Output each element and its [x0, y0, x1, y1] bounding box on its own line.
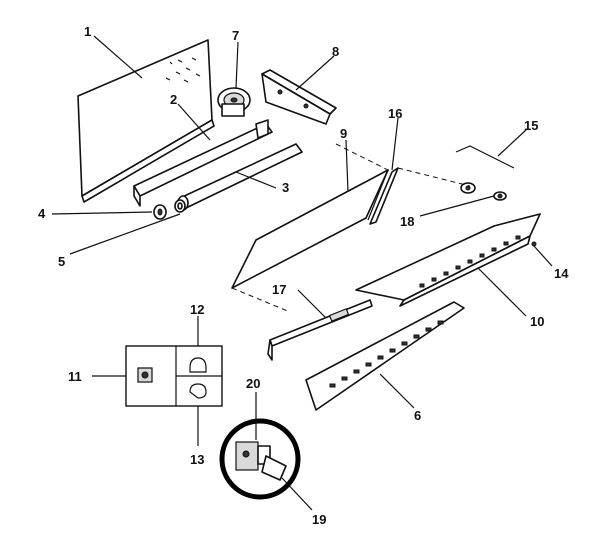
part-4-knob — [153, 204, 167, 220]
part-6-front-trim — [305, 301, 465, 411]
part-7-motor — [217, 87, 251, 117]
part-14-screw — [531, 241, 537, 247]
part-3-rod — [177, 143, 303, 211]
label-part-19: 19 — [312, 512, 326, 527]
assembly-dash-lines — [231, 143, 471, 313]
label-part-20: 20 — [246, 376, 260, 391]
parts-19-20-detail — [219, 418, 301, 500]
part-10-hood-body — [355, 213, 541, 307]
label-part-17: 17 — [272, 282, 286, 297]
part-18-fasteners — [460, 182, 507, 201]
label-part-1: 1 — [84, 24, 91, 39]
part-16-strip — [369, 167, 399, 225]
label-part-16: 16 — [388, 106, 402, 121]
part-5-washer — [174, 199, 186, 213]
part-8-bracket — [261, 69, 337, 125]
label-part-13: 13 — [190, 452, 204, 467]
parts-11-12-13-box — [125, 345, 223, 407]
label-part-3: 3 — [282, 180, 289, 195]
part-2-bracket-rail — [133, 119, 273, 207]
leader-lines — [51, 35, 553, 511]
label-part-10: 10 — [530, 314, 544, 329]
label-part-11: 11 — [68, 369, 82, 384]
part-15-bracket-plate — [455, 145, 515, 169]
label-part-6: 6 — [414, 408, 421, 423]
label-part-5: 5 — [58, 254, 65, 269]
label-part-14: 14 — [554, 266, 569, 281]
label-part-4: 4 — [38, 206, 46, 221]
label-part-15: 15 — [524, 118, 538, 133]
label-part-12: 12 — [190, 302, 204, 317]
part-1-back-panel — [77, 39, 215, 203]
label-part-18: 18 — [400, 214, 414, 229]
label-part-2: 2 — [170, 92, 177, 107]
part-9-panel — [231, 169, 389, 289]
part-17-control-rail — [267, 299, 373, 361]
label-part-8: 8 — [332, 44, 339, 59]
label-part-7: 7 — [232, 28, 239, 43]
part-labels: 1 2 3 4 5 6 7 8 9 10 11 12 13 14 15 16 1… — [38, 24, 569, 527]
label-part-9: 9 — [340, 126, 347, 141]
